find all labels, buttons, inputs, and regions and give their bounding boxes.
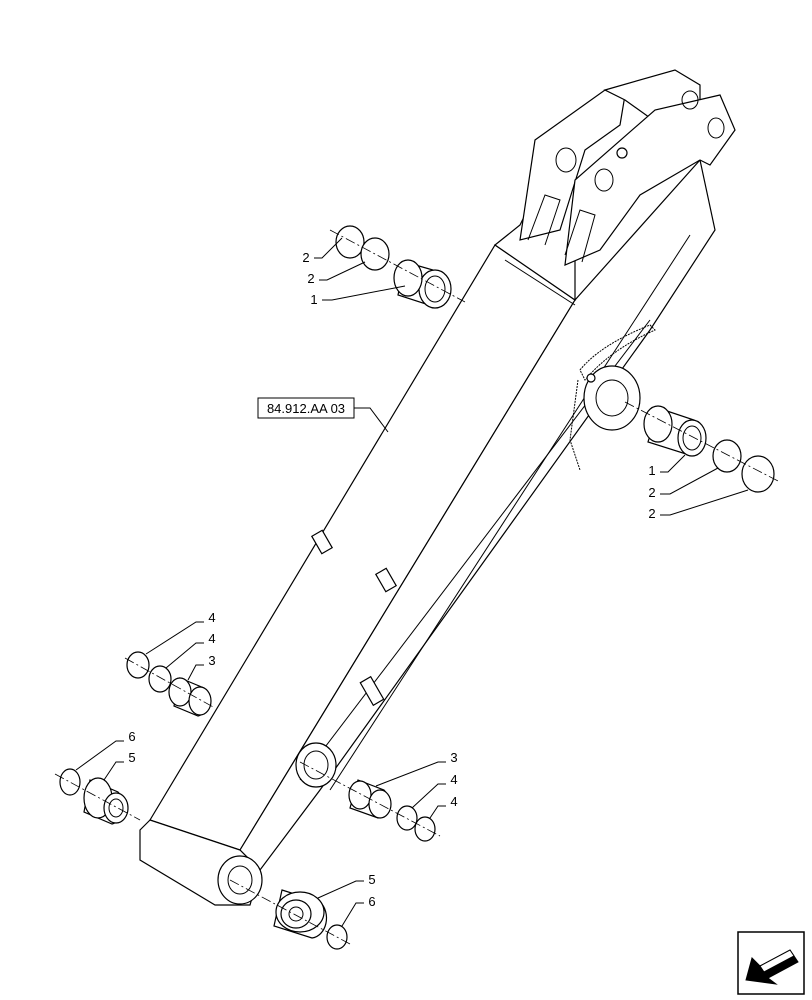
ring-right-lower-b: [414, 816, 436, 842]
flanged-bushing-bottom-face: [280, 899, 312, 929]
middle-pivot-boss: [583, 365, 641, 431]
arm-left-face: [149, 244, 576, 851]
bushing-right-face: [677, 419, 707, 457]
top-yoke-right: [564, 94, 736, 266]
ring-right-b: [741, 455, 775, 493]
callouts: 2 2 1 1 2 2 4 4: [75, 237, 749, 927]
bottom-pivot-bore: [227, 865, 253, 895]
bottom-pivot-boss: [217, 855, 263, 905]
callout-1-top[interactable]: 1: [310, 285, 406, 307]
flanged-bushing-bottom-bore: [288, 906, 304, 922]
parts-group-right-lower: [299, 761, 441, 842]
svg-text:4: 4: [450, 794, 457, 809]
parts-group-left-bottom: [54, 768, 141, 825]
svg-text:1: 1: [310, 292, 317, 307]
yoke-slot-left: [527, 194, 561, 246]
callout-2-top-b[interactable]: 2: [307, 261, 366, 286]
ring-right-lower-a: [396, 805, 418, 831]
callout-1-right[interactable]: 1: [648, 454, 686, 478]
pivot-bolt: [586, 373, 596, 383]
body-pad-1: [310, 529, 334, 555]
callout-6-left[interactable]: 6: [75, 729, 136, 771]
callout-4-right-a[interactable]: 4: [411, 772, 458, 809]
yoke-hole-4: [681, 90, 699, 110]
callout-3-left[interactable]: 3: [187, 653, 216, 681]
callout-4-right-b[interactable]: 4: [429, 794, 458, 819]
svg-text:6: 6: [368, 894, 375, 909]
parts-group-bottom: [229, 879, 351, 950]
bushing-left-face: [188, 686, 212, 716]
centerline-top: [329, 229, 466, 303]
bushing-right-lower-back: [348, 780, 372, 810]
parts-group-right: [624, 401, 781, 493]
svg-text:3: 3: [208, 653, 215, 668]
svg-text:2: 2: [307, 271, 314, 286]
parts-group-left-mid: [124, 651, 216, 717]
svg-text:4: 4: [208, 610, 215, 625]
yoke-hole-1: [555, 147, 577, 173]
yoke-hole-3: [707, 117, 725, 139]
grease-fitting: [616, 147, 628, 159]
bushing-left-back: [168, 677, 192, 707]
svg-text:5: 5: [128, 750, 135, 765]
reference-box[interactable]: 84.912.AA 03: [257, 397, 389, 433]
yoke-slot-right: [564, 209, 596, 263]
parts-group-top: [329, 225, 466, 309]
svg-text:3: 3: [450, 750, 457, 765]
arm-assembly: [139, 69, 736, 906]
arm-edge-1: [504, 259, 576, 306]
callout-5-left[interactable]: 5: [103, 750, 136, 781]
callout-4-left-b[interactable]: 4: [165, 631, 216, 669]
bushing-top-back: [393, 259, 423, 297]
callout-2-right-b[interactable]: 2: [648, 489, 749, 521]
centerline-left-bottom: [54, 773, 141, 821]
svg-text:6: 6: [128, 729, 135, 744]
centerline-right: [624, 401, 781, 483]
flanged-bushing-left-face: [103, 792, 129, 824]
centerline-left-mid: [124, 657, 216, 709]
yoke-hole-2: [594, 168, 614, 192]
lower-pivot-bore: [303, 750, 329, 780]
callout-2-right-a[interactable]: 2: [648, 467, 719, 500]
middle-pivot-bore: [595, 379, 629, 417]
callout-6-bottom[interactable]: 6: [341, 894, 376, 927]
ring-bottom-left: [59, 768, 81, 796]
weld-seam-upper: [579, 324, 656, 381]
callout-2-top-a[interactable]: 2: [302, 237, 343, 265]
svg-text:5: 5: [368, 872, 375, 887]
ring-top-a: [335, 225, 365, 259]
lower-pivot-boss: [295, 742, 337, 788]
callout-3-right[interactable]: 3: [375, 750, 458, 787]
arrow-left-icon[interactable]: [737, 931, 805, 995]
ring-right-a: [712, 439, 742, 473]
svg-text:1: 1: [648, 463, 655, 478]
bushing-top-bore: [424, 275, 446, 303]
callout-4-left-a[interactable]: 4: [145, 610, 216, 655]
reference-label: 84.912.AA 03: [267, 401, 345, 416]
arm-right-face: [239, 158, 716, 871]
arm-edge-3: [329, 234, 691, 791]
weld-seam-side: [569, 379, 581, 471]
bushing-right-bore: [682, 425, 702, 451]
centerline-right-lower: [299, 761, 441, 837]
flanged-bushing-left-bore: [108, 798, 124, 818]
bushing-right-back: [643, 405, 673, 443]
svg-text:4: 4: [208, 631, 215, 646]
svg-text:2: 2: [648, 506, 655, 521]
body-pad-3: [359, 675, 385, 707]
body-pad-2: [374, 567, 398, 593]
ring-left-b: [148, 665, 172, 693]
callout-5-bottom[interactable]: 5: [317, 872, 376, 899]
centerline-bottom: [229, 879, 351, 945]
svg-text:2: 2: [302, 250, 309, 265]
top-yoke-left: [519, 89, 626, 241]
svg-text:4: 4: [450, 772, 457, 787]
svg-text:2: 2: [648, 485, 655, 500]
reference-leader: [354, 407, 389, 433]
